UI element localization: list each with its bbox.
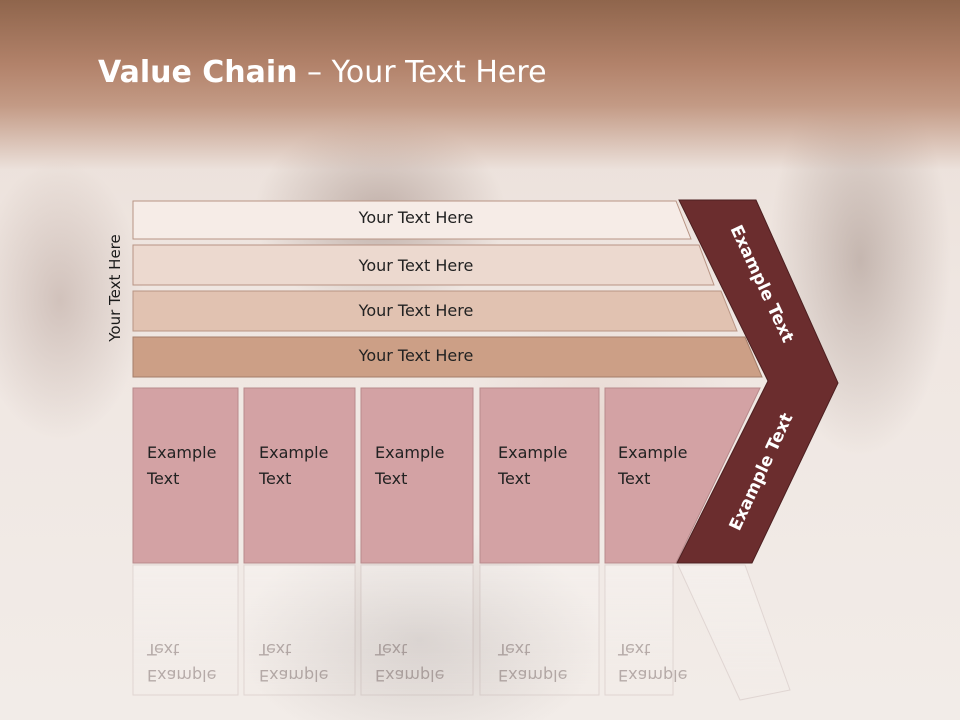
slide-title: Value Chain – Your Text Here [98, 55, 547, 90]
row-bar-2 [132, 244, 715, 286]
row-label-4: Your Text Here [358, 346, 474, 365]
chevron-arrow [676, 199, 839, 564]
title-rest: – Your Text Here [297, 55, 547, 90]
box-label-4-line2: Text [498, 469, 531, 488]
box-label-5-line2: Text [618, 469, 651, 488]
row-label-3: Your Text Here [358, 301, 474, 320]
reflection [132, 564, 791, 701]
row-bar-1 [132, 200, 692, 240]
title-bold: Value Chain [98, 55, 298, 90]
box-label-3-line2: Text [375, 469, 408, 488]
box-1 [132, 387, 239, 564]
box-3 [360, 387, 474, 564]
box-4 [479, 387, 600, 564]
box-label-5-line1: Example [618, 443, 688, 462]
row-label-2: Your Text Here [358, 256, 474, 275]
box-2 [243, 387, 356, 564]
box-label-2-line1: Example [259, 443, 329, 462]
box-label-3-line1: Example [375, 443, 445, 462]
row-bar-4 [132, 336, 763, 378]
box-5 [604, 387, 761, 564]
box-label-1-line2: Text [147, 469, 180, 488]
box-label-1-line1: Example [147, 443, 217, 462]
box-label-2-line2: Text [259, 469, 292, 488]
box-label-4-line1: Example [498, 443, 568, 462]
header-band [0, 0, 960, 170]
row-label-1: Your Text Here [358, 208, 474, 227]
row-bar-3 [132, 290, 738, 332]
